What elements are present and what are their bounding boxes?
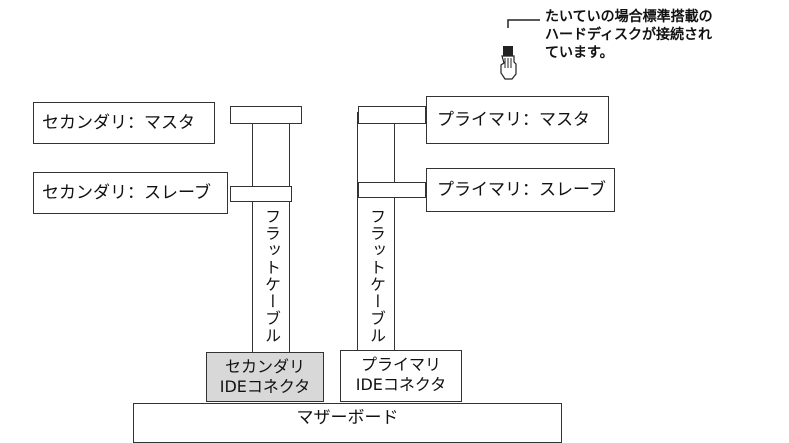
primary-master-label: プライマリ：マスタ <box>437 110 590 130</box>
secondary-slave-label: セカンダリ：スレーブ <box>42 183 211 203</box>
secondary-master-label: セカンダリ：マスタ <box>42 113 195 133</box>
secondary-slave-box: セカンダリ：スレーブ <box>33 172 228 214</box>
motherboard: マザーボード <box>133 403 562 443</box>
primary-master-box: プライマリ：マスタ <box>426 96 609 144</box>
note-line-2: ハードディスクが接続され <box>545 27 713 43</box>
secondary-cable-label: フラットケーブル <box>262 208 281 344</box>
primary-slave-label: プライマリ：スレーブ <box>437 180 606 200</box>
callout-leader-line <box>507 19 540 28</box>
note-line-1: たいていの場合標準搭載の <box>545 9 713 25</box>
primary-ide-line-2: IDEコネクタ <box>355 375 447 394</box>
secondary-master-connector <box>230 106 302 124</box>
primary-master-connector <box>358 106 426 124</box>
primary-cable-label: フラットケーブル <box>367 208 386 344</box>
callout-note: たいていの場合標準搭載の ハードディスクが接続され ています。 <box>545 8 713 62</box>
primary-ide-connector: プライマリ IDEコネクタ <box>340 350 462 402</box>
primary-flat-cable: フラットケーブル <box>357 112 395 352</box>
primary-slave-connector <box>358 182 426 198</box>
secondary-flat-cable: フラットケーブル <box>252 112 290 352</box>
primary-slave-box: プライマリ：スレーブ <box>426 168 615 212</box>
secondary-ide-line-1: セカンダリ <box>224 357 305 376</box>
secondary-ide-line-2: IDEコネクタ <box>219 377 311 396</box>
pointing-hand-icon <box>498 46 520 80</box>
motherboard-label: マザーボード <box>296 408 399 428</box>
primary-ide-line-1: プライマリ <box>360 355 441 374</box>
note-line-3: ています。 <box>545 45 614 61</box>
secondary-master-box: セカンダリ：マスタ <box>33 102 215 144</box>
secondary-ide-connector: セカンダリ IDEコネクタ <box>206 352 324 402</box>
secondary-slave-connector <box>230 186 292 202</box>
